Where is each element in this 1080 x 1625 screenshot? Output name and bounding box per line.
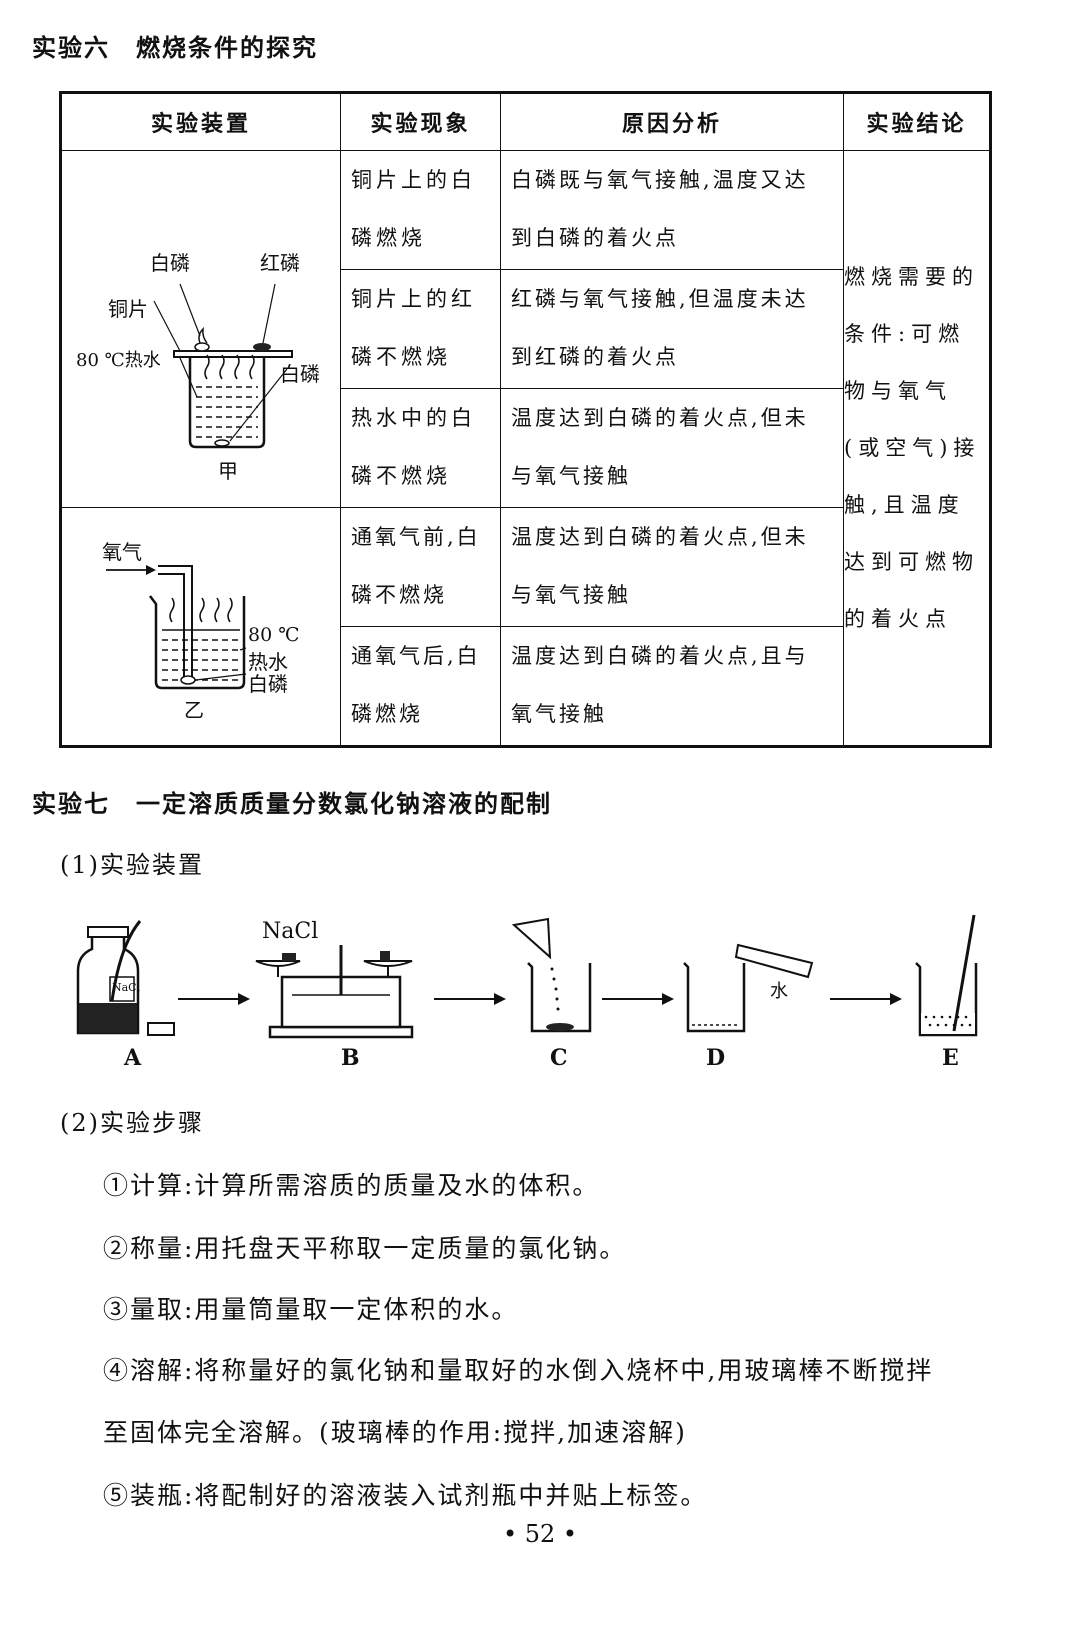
cell-line: 与氧气接触 bbox=[511, 583, 631, 607]
reason-cell: 温度达到白磷的着火点,但未与氧气接触 bbox=[500, 388, 844, 508]
cell-line: 通氧气前,白 bbox=[351, 525, 481, 549]
step-4-continued: 至固体完全溶解。(玻璃棒的作用:搅拌,加速溶解) bbox=[103, 1418, 687, 1447]
cell-line: 温度达到白磷的着火点,且与 bbox=[511, 644, 809, 668]
reason-cell: 白磷既与氧气接触,温度又达到白磷的着火点 bbox=[500, 150, 844, 270]
conclusion-line: 触,且温度 bbox=[844, 492, 965, 517]
phenomenon-cell: 铜片上的白磷燃烧 bbox=[340, 150, 501, 270]
section7-number: 实验七 bbox=[32, 790, 110, 818]
table-row: 通氧气后,白磷燃烧 温度达到白磷的着火点,且与氧气接触 bbox=[61, 626, 991, 747]
cell-line: 与氧气接触 bbox=[511, 464, 631, 488]
label-white-phosphorus: 白磷 bbox=[248, 672, 288, 696]
label-oxygen: 氧气 bbox=[102, 540, 142, 564]
label-temperature: 80 ℃ bbox=[248, 624, 300, 646]
section6-number: 实验六 bbox=[32, 34, 110, 62]
experiment6-table: 实验装置 实验现象 原因分析 实验结论 bbox=[59, 91, 992, 748]
label-c: C bbox=[550, 1045, 568, 1071]
label-nacl-bottle: NaCl bbox=[112, 981, 141, 994]
cell-line: 磷不燃烧 bbox=[351, 583, 447, 607]
cell-line: 温度达到白磷的着火点,但未 bbox=[511, 406, 809, 430]
step-1: ①计算:计算所需溶质的质量及水的体积。 bbox=[103, 1171, 600, 1200]
table-row: 白磷 红磷 铜片 80 ℃热水 白磷 甲 铜片上的白磷燃烧 白磷既与氧气接触,温… bbox=[60, 150, 991, 747]
header-reason: 原因分析 bbox=[500, 92, 844, 151]
conclusion-line: 条件:可燃 bbox=[844, 321, 966, 346]
label-copper-plate: 铜片 bbox=[108, 297, 148, 321]
cell-line: 磷燃烧 bbox=[351, 702, 423, 726]
step-2: ②称量:用托盘天平称取一定质量的氯化钠。 bbox=[103, 1234, 627, 1263]
label-b: B bbox=[341, 1045, 360, 1071]
phenomenon-cell: 热水中的白磷不燃烧 bbox=[340, 388, 501, 508]
cell-line: 到红磷的着火点 bbox=[511, 345, 679, 369]
table-row: 铜片上的红磷不燃烧 红磷与氧气接触,但温度未达到红磷的着火点 bbox=[61, 269, 991, 389]
header-phenomenon: 实验现象 bbox=[340, 92, 501, 151]
cell-line: 铜片上的白 bbox=[351, 168, 476, 192]
step-4: ④溶解:将称量好的氯化钠和量取好的水倒入烧杯中,用玻璃棒不断搅拌 bbox=[103, 1356, 934, 1385]
header-apparatus: 实验装置 bbox=[60, 92, 341, 151]
phenomenon-cell: 铜片上的红磷不燃烧 bbox=[340, 269, 501, 389]
conclusion-line: (或空气)接 bbox=[844, 435, 981, 460]
table-row: 氧气 80 ℃ 热水 白磷 乙 通氧气前,白磷不燃烧 温度达到白磷的着火点,但未… bbox=[60, 507, 991, 747]
cell-line: 通氧气后,白 bbox=[351, 644, 481, 668]
caption-yi: 乙 bbox=[184, 698, 204, 722]
apparatus-yi-drawing bbox=[106, 565, 247, 690]
apparatus-jia-drawing bbox=[153, 283, 293, 449]
section6-heading: 实验六燃烧条件的探究 bbox=[32, 28, 318, 63]
conclusion-line: 达到可燃物 bbox=[844, 549, 979, 574]
label-d: D bbox=[706, 1045, 726, 1071]
section7-title: 一定溶质质量分数氯化钠溶液的配制 bbox=[136, 790, 552, 818]
label-white-phosphorus: 白磷 bbox=[150, 251, 190, 275]
apparatus-yi-cell: 氧气 80 ℃ 热水 白磷 乙 bbox=[60, 507, 341, 747]
header-conclusion: 实验结论 bbox=[843, 92, 991, 151]
phenomenon-cell: 通氧气后,白磷燃烧 bbox=[340, 626, 501, 747]
phenomenon-cell: 通氧气前,白磷不燃烧 bbox=[340, 507, 501, 627]
reason-cell: 温度达到白磷的着火点,且与氧气接触 bbox=[500, 626, 844, 747]
cell-line: 温度达到白磷的着火点,但未 bbox=[511, 525, 809, 549]
cell-line: 铜片上的红 bbox=[351, 287, 476, 311]
label-nacl-balance: NaCl bbox=[262, 919, 319, 944]
subheading-steps: (2)实验步骤 bbox=[60, 1109, 204, 1137]
cell-line: 氧气接触 bbox=[511, 702, 607, 726]
section7-heading: 实验七一定溶质质量分数氯化钠溶液的配制 bbox=[32, 784, 552, 819]
conclusion-line: 燃烧需要的 bbox=[844, 264, 979, 289]
cell-line: 磷不燃烧 bbox=[351, 464, 451, 488]
conclusion-cell: 燃烧需要的 条件:可燃 物与氧气 (或空气)接 触,且温度 达到可燃物 的着火点 bbox=[843, 150, 991, 747]
page-number: • 52 • bbox=[502, 1520, 578, 1548]
cell-line: 白磷既与氧气接触,温度又达 bbox=[511, 168, 809, 192]
cell-line: 热水中的白 bbox=[351, 406, 476, 430]
subheading-apparatus: (1)实验装置 bbox=[60, 851, 204, 879]
conclusion-line: 的着火点 bbox=[844, 606, 952, 631]
cell-line: 磷不燃烧 bbox=[351, 345, 451, 369]
cell-line: 到白磷的着火点 bbox=[511, 226, 679, 250]
apparatus-jia-cell: 白磷 红磷 铜片 80 ℃热水 白磷 甲 bbox=[60, 150, 341, 508]
solution-prep-diagram: NaCl NaCl 水 A B C D E bbox=[60, 905, 1020, 1075]
caption-jia: 甲 bbox=[218, 459, 238, 483]
label-red-phosphorus: 红磷 bbox=[260, 251, 300, 275]
label-e: E bbox=[942, 1045, 959, 1071]
solution-prep-drawing bbox=[76, 914, 978, 1039]
section6-title: 燃烧条件的探究 bbox=[136, 34, 318, 62]
step-3: ③量取:用量筒量取一定体积的水。 bbox=[103, 1295, 519, 1324]
label-hot-water: 80 ℃热水 bbox=[76, 350, 161, 371]
reason-cell: 红磷与氧气接触,但温度未达到红磷的着火点 bbox=[500, 269, 844, 389]
table-header-row: 实验装置 实验现象 原因分析 实验结论 bbox=[60, 92, 991, 151]
label-white-phosphorus-water: 白磷 bbox=[280, 362, 320, 386]
conclusion-line: 物与氧气 bbox=[844, 378, 952, 403]
reason-cell: 温度达到白磷的着火点,但未与氧气接触 bbox=[500, 507, 844, 627]
label-water: 水 bbox=[770, 981, 788, 1002]
step-5: ⑤装瓶:将配制好的溶液装入试剂瓶中并贴上标签。 bbox=[103, 1481, 708, 1510]
cell-line: 红磷与氧气接触,但温度未达 bbox=[511, 287, 809, 311]
cell-line: 磷燃烧 bbox=[351, 226, 426, 250]
label-hot-water: 热水 bbox=[248, 650, 288, 674]
label-a: A bbox=[124, 1045, 142, 1071]
